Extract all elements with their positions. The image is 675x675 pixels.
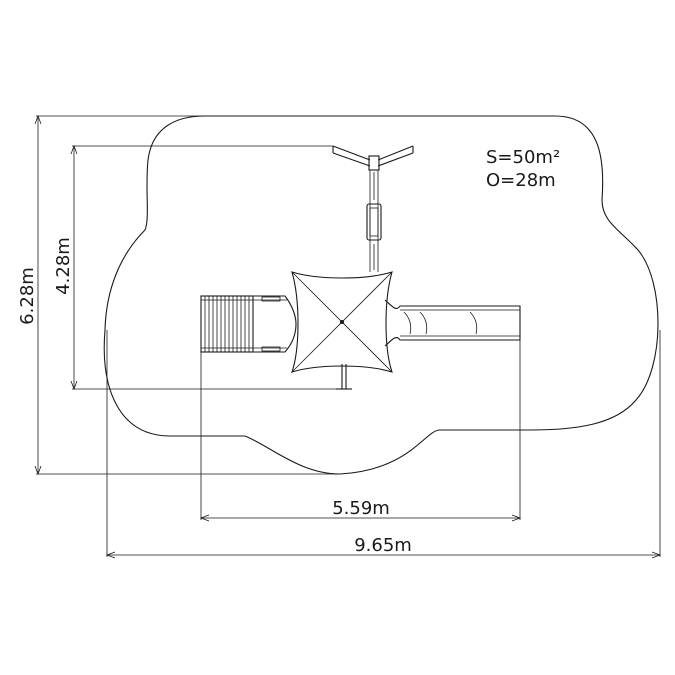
- overall-height-label: 6.28m: [17, 267, 38, 325]
- equipment-width-label: 5.59m: [332, 498, 390, 519]
- stair-ramp: [253, 295, 297, 353]
- dimension-overall-width: [105, 330, 662, 559]
- dimension-equipment-height: [70, 144, 352, 391]
- perimeter-label: O=28m: [486, 170, 556, 191]
- safety-zone: [103, 115, 659, 475]
- slide: [384, 299, 521, 347]
- overall-width-label: 9.65m: [354, 535, 412, 556]
- equipment-height-label: 4.28m: [53, 237, 74, 295]
- dimension-equipment-width: [199, 340, 522, 522]
- dimension-overall-height: [34, 114, 340, 476]
- swing-structure: [332, 145, 414, 272]
- tower-post: [336, 364, 352, 390]
- tower-roof: [291, 271, 393, 373]
- area-label: S=50m²: [486, 147, 560, 168]
- stairs: [200, 295, 254, 353]
